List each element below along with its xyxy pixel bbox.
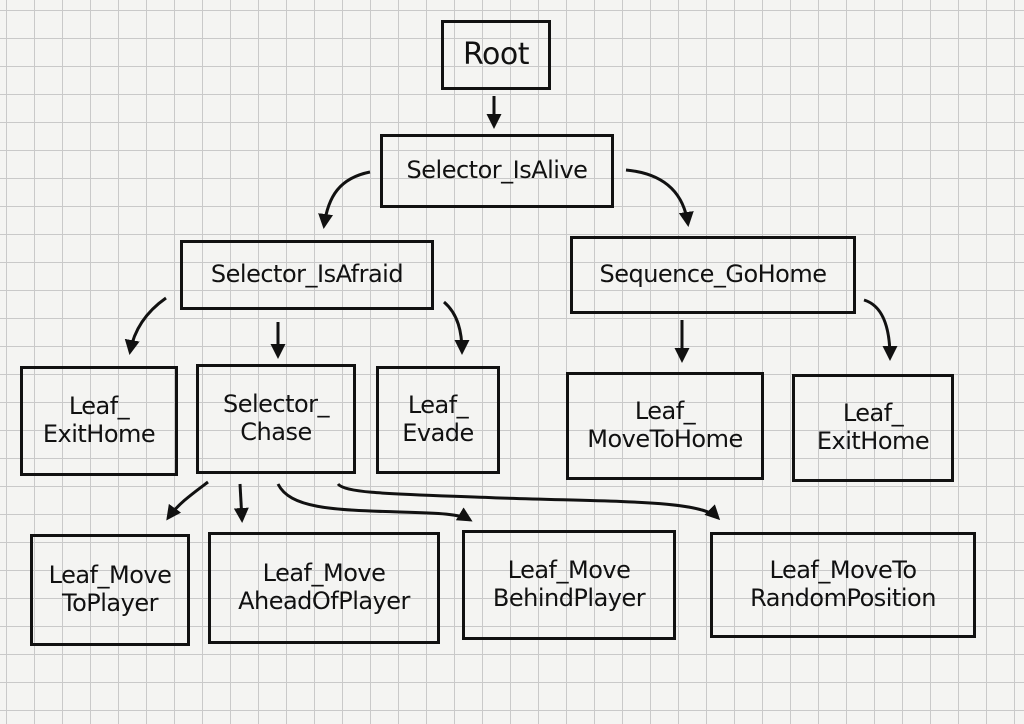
- node-leaf-moveaheadofplayer: Leaf_Move AheadOfPlayer: [208, 532, 440, 644]
- edge-isalive-to-isafraid: [318, 170, 371, 229]
- node-label-line-1: Leaf_MoveTo: [769, 556, 918, 585]
- node-leaf-exithome: Leaf_ ExitHome: [20, 366, 178, 476]
- node-label-line-1: Leaf_: [634, 397, 696, 426]
- node-leaf-exithome-2: Leaf_ ExitHome: [792, 374, 954, 482]
- edge-chase-to-moveaheadofplayer: [233, 483, 249, 523]
- node-label: Selector_IsAfraid: [210, 260, 404, 289]
- node-label-line-1: Leaf_: [68, 392, 130, 421]
- node-label-line-2: ToPlayer: [62, 589, 158, 617]
- node-label-line-1: Leaf_Move: [48, 561, 172, 590]
- node-selector-isalive: Selector_IsAlive: [380, 134, 614, 208]
- node-label-line-2: ExitHome: [816, 427, 930, 455]
- node-leaf-evade: Leaf_ Evade: [376, 366, 500, 474]
- node-selector-chase: Selector_ Chase: [196, 364, 356, 474]
- edge-chase-to-movebehindplayer: [276, 483, 473, 522]
- node-label: Selector_IsAlive: [406, 156, 588, 185]
- edge-chase-to-movetoplayer: [166, 480, 209, 521]
- node-label: Sequence_GoHome: [599, 260, 827, 289]
- edge-isafraid-to-exithome: [124, 296, 167, 355]
- node-root: Root: [441, 20, 551, 90]
- node-label-line-2: Evade: [402, 419, 474, 447]
- node-label-line-2: Chase: [240, 418, 312, 446]
- node-label-line-2: ExitHome: [42, 420, 156, 448]
- node-selector-isafraid: Selector_IsAfraid: [180, 240, 434, 310]
- node-leaf-movetohome: Leaf_ MoveToHome: [566, 372, 764, 480]
- node-label-line-2: MoveToHome: [587, 425, 743, 453]
- edge-chase-to-movetorandomposition: [336, 482, 721, 521]
- node-sequence-gohome: Sequence_GoHome: [570, 236, 856, 314]
- edge-isafraid-to-evade: [442, 300, 470, 355]
- edge-isalive-to-gohome: [625, 168, 694, 227]
- node-label: Root: [463, 36, 529, 72]
- node-label-line-1: Leaf_: [407, 391, 469, 420]
- node-label-line-1: Leaf_: [842, 399, 904, 428]
- node-label-line-1: Leaf_Move: [507, 556, 631, 585]
- node-leaf-movebehindplayer: Leaf_Move BehindPlayer: [462, 530, 676, 640]
- node-leaf-movetoplayer: Leaf_Move ToPlayer: [30, 534, 190, 646]
- edge-gohome-to-exithome: [863, 298, 898, 361]
- node-label-line-2: BehindPlayer: [492, 584, 646, 612]
- node-label-line-2: RandomPosition: [750, 584, 936, 612]
- node-label-line-2: AheadOfPlayer: [238, 587, 410, 615]
- node-label-line-1: Leaf_Move: [262, 559, 386, 588]
- node-label-line-1: Selector_: [222, 390, 330, 419]
- node-leaf-movetorandomposition: Leaf_MoveTo RandomPosition: [710, 532, 976, 638]
